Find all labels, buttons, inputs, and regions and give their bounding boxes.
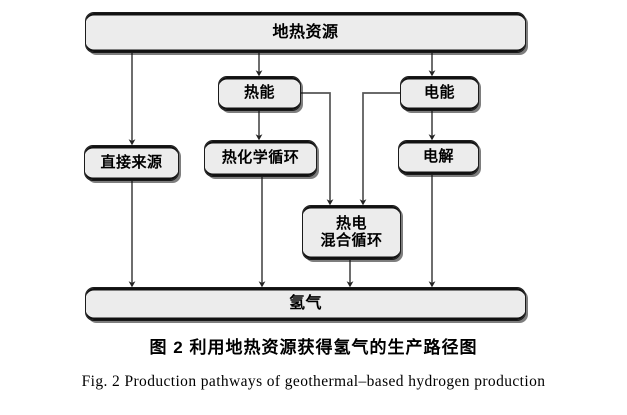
node-thermochemical-cycle[interactable]: 热化学循环 bbox=[204, 140, 317, 177]
node-thermal-energy[interactable]: 热能 bbox=[218, 76, 301, 111]
node-electric-energy[interactable]: 电能 bbox=[400, 76, 479, 111]
figure-caption-english: Fig. 2 Production pathways of geothermal… bbox=[81, 373, 546, 390]
node-direct-source[interactable]: 直接来源 bbox=[84, 145, 179, 181]
node-electric-energy-label: 电能 bbox=[423, 84, 455, 102]
node-electrolysis-label: 电解 bbox=[422, 148, 454, 166]
edge-heat-to-hybrid bbox=[301, 92, 334, 206]
node-thermal-energy-label: 热能 bbox=[243, 84, 275, 102]
node-hybrid-thermoelectric-cycle-label: 热电 混合循环 bbox=[320, 214, 383, 249]
flowchart-diagram: 地热资源 直接来源 热能 热化学循环 热电 混合循环 电能 电解 氢气 bbox=[84, 12, 526, 321]
node-direct-source-label: 直接来源 bbox=[100, 153, 163, 171]
node-geothermal-resource[interactable]: 地热资源 bbox=[85, 12, 526, 53]
node-geothermal-resource-label: 地热资源 bbox=[272, 23, 339, 41]
edge-electric-to-hybrid bbox=[359, 92, 400, 206]
figure-caption-chinese: 图 2 利用地热资源获得氢气的生产路径图 bbox=[149, 338, 478, 357]
node-electrolysis[interactable]: 电解 bbox=[398, 140, 479, 175]
connector-layer bbox=[128, 53, 436, 288]
node-thermochemical-cycle-label: 热化学循环 bbox=[221, 149, 300, 167]
node-hydrogen[interactable]: 氢气 bbox=[85, 287, 526, 321]
node-hydrogen-label: 氢气 bbox=[288, 295, 322, 313]
node-hybrid-thermoelectric-cycle[interactable]: 热电 混合循环 bbox=[302, 205, 401, 260]
